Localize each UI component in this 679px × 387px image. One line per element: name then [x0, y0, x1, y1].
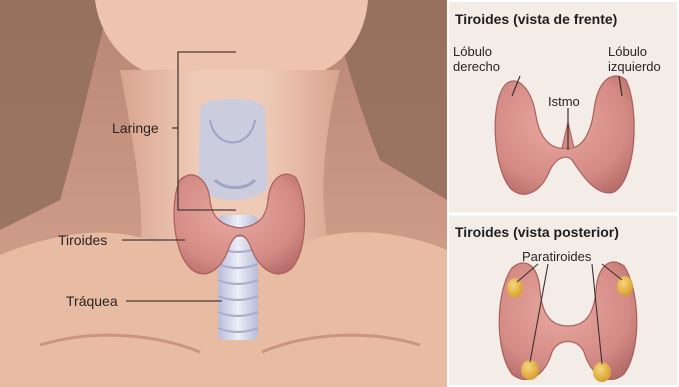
- label-larynx: Laringe: [112, 121, 159, 135]
- front-view-title: Tiroides (vista de frente): [455, 12, 617, 26]
- label-left-lobe: Lóbulo izquierdo: [608, 44, 678, 74]
- label-parathyroids: Paratiroides: [522, 249, 591, 264]
- parathyroid-lower-right: [521, 360, 539, 380]
- parathyroid-upper-right: [507, 278, 523, 298]
- label-right-lobe: Lóbulo derecho: [453, 44, 533, 74]
- parathyroid-upper-left: [617, 276, 633, 296]
- posterior-view-title: Tiroides (vista posterior): [455, 225, 619, 239]
- label-trachea: Tráquea: [66, 294, 118, 308]
- larynx: [198, 99, 268, 200]
- label-isthmus: Istmo: [548, 94, 580, 109]
- parathyroid-lower-left: [593, 362, 611, 382]
- label-thyroid: Tiroides: [58, 233, 107, 247]
